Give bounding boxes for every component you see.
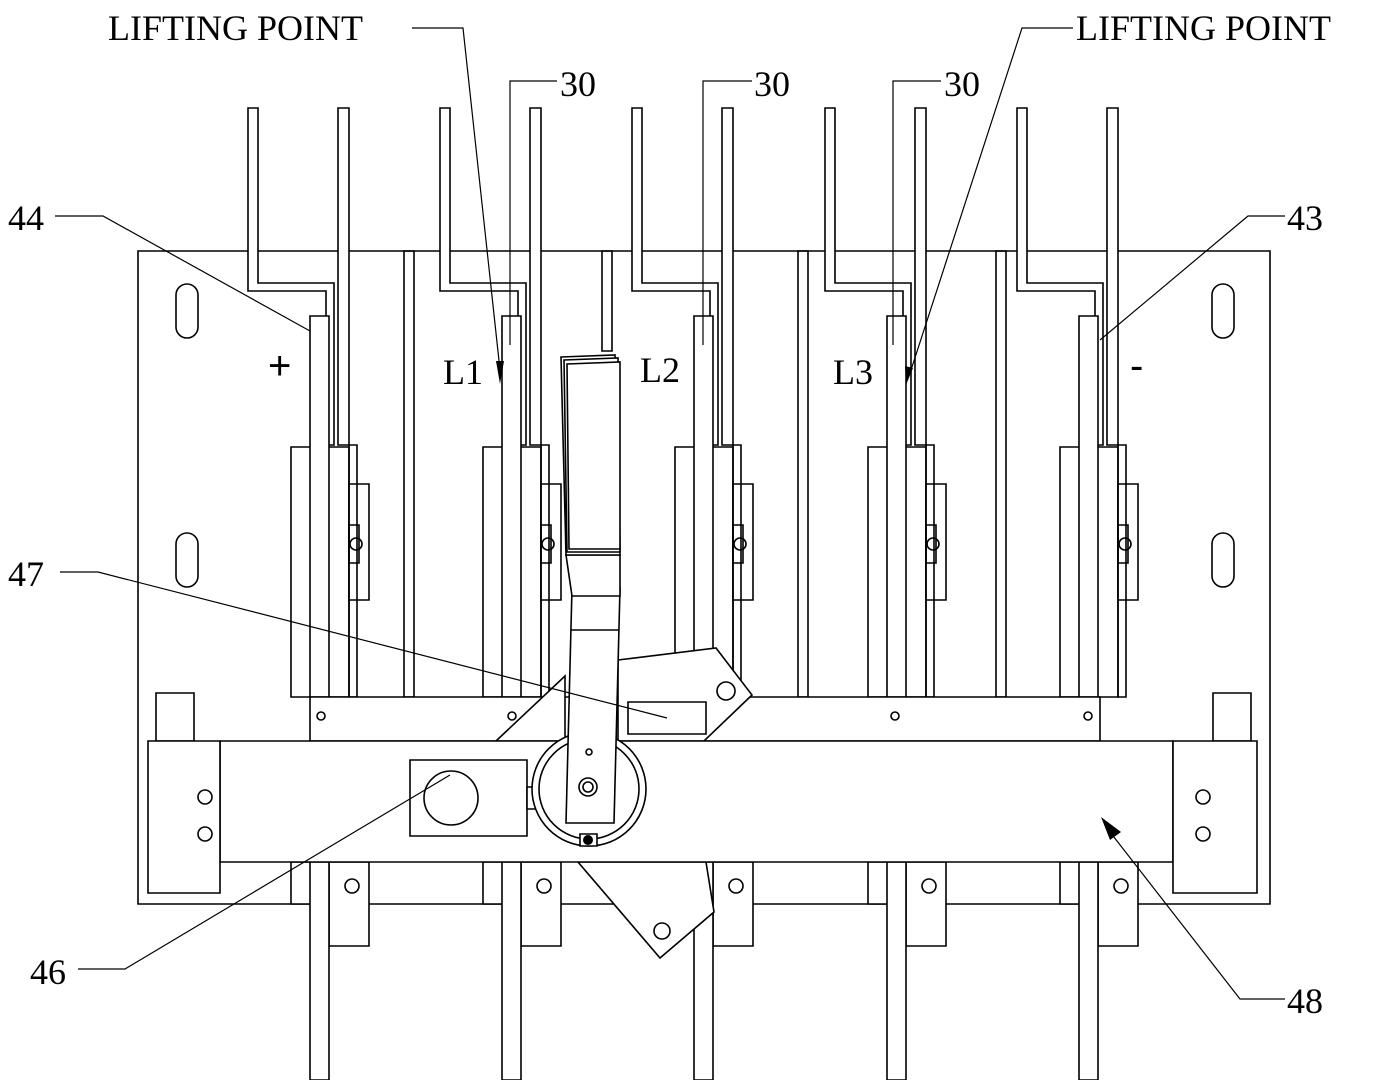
leader-lines	[55, 28, 1285, 999]
lifting-point-right-label: LIFTING POINT	[1076, 8, 1331, 48]
ref-44: 44	[8, 198, 44, 238]
ref-48: 48	[1287, 981, 1323, 1021]
pole-l2-label: L2	[640, 350, 680, 390]
motor-block	[410, 760, 543, 836]
pole-l3-label: L3	[833, 352, 873, 392]
reference-labels: LIFTING POINT LIFTING POINT 30 30 30 44 …	[8, 8, 1331, 1021]
ref-30-c: 30	[944, 64, 980, 104]
operating-handle	[561, 355, 620, 823]
pole-l1-label: L1	[443, 352, 483, 392]
ref-30-b: 30	[754, 64, 790, 104]
pole-markings: + L1 L2 L3 -	[268, 344, 1143, 392]
ref-43: 43	[1287, 198, 1323, 238]
pole-l3	[825, 108, 946, 1080]
pole-minus	[1017, 108, 1138, 1080]
ref-47: 47	[8, 554, 44, 594]
mechanism-bar	[148, 693, 1257, 893]
pole-plus-label: +	[268, 344, 291, 388]
pole-plus	[248, 108, 369, 1080]
pole-minus-label: -	[1130, 344, 1143, 388]
lifting-point-left-label: LIFTING POINT	[108, 8, 363, 48]
pole-l1	[440, 108, 561, 1080]
ref-30-a: 30	[560, 64, 596, 104]
ref-46: 46	[30, 952, 66, 992]
